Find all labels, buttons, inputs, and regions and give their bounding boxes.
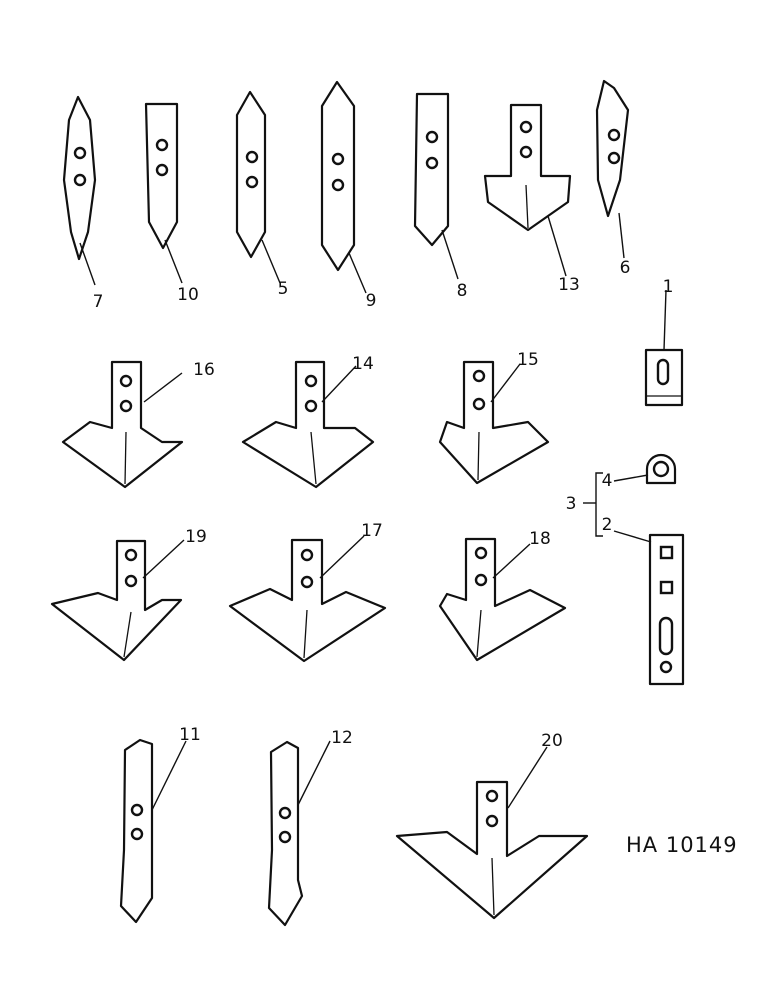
label-part-4: 4 xyxy=(602,471,613,491)
label-assembly-3: 3 xyxy=(566,494,577,514)
label-part-2: 2 xyxy=(602,515,613,535)
label-part-10: 10 xyxy=(177,285,199,305)
part-20-large-sweep xyxy=(395,780,589,920)
assembly-3-bracket xyxy=(583,472,603,537)
part-7-shovel-point xyxy=(62,95,97,261)
label-part-9: 9 xyxy=(366,291,377,311)
label-part-12: 12 xyxy=(331,728,353,748)
part-1-clip xyxy=(644,348,684,407)
part-14-sweep xyxy=(241,360,375,489)
part-18-sweep xyxy=(438,537,567,662)
part-2-shank-bar xyxy=(648,533,685,686)
part-8-shovel-point xyxy=(413,92,450,247)
part-12-straight-point xyxy=(267,740,304,927)
part-9-shovel-point xyxy=(320,80,356,272)
part-10-shovel-point xyxy=(144,102,179,250)
label-part-8: 8 xyxy=(457,281,468,301)
part-4-washer xyxy=(645,453,677,485)
label-part-5: 5 xyxy=(278,279,289,299)
label-part-16: 16 xyxy=(193,360,215,380)
label-part-13: 13 xyxy=(558,275,580,295)
part-11-straight-point xyxy=(119,738,154,924)
part-19-sweep xyxy=(50,539,183,662)
label-part-11: 11 xyxy=(179,725,201,745)
label-part-7: 7 xyxy=(93,292,104,312)
label-part-19: 19 xyxy=(185,527,207,547)
label-part-14: 14 xyxy=(352,354,374,374)
label-part-20: 20 xyxy=(541,731,563,751)
label-part-17: 17 xyxy=(361,521,383,541)
part-5-shovel-point xyxy=(235,90,267,259)
part-13-small-sweep xyxy=(483,103,572,232)
label-part-1: 1 xyxy=(663,277,674,297)
part-6-twisted-point xyxy=(595,79,630,218)
drawing-code: HA 10149 xyxy=(626,833,738,857)
label-part-18: 18 xyxy=(529,529,551,549)
part-17-sweep xyxy=(228,538,387,663)
part-15-sweep xyxy=(438,360,550,485)
label-part-6: 6 xyxy=(620,258,631,278)
label-part-15: 15 xyxy=(517,350,539,370)
part-16-sweep xyxy=(61,360,184,489)
leader-lines xyxy=(79,212,667,811)
